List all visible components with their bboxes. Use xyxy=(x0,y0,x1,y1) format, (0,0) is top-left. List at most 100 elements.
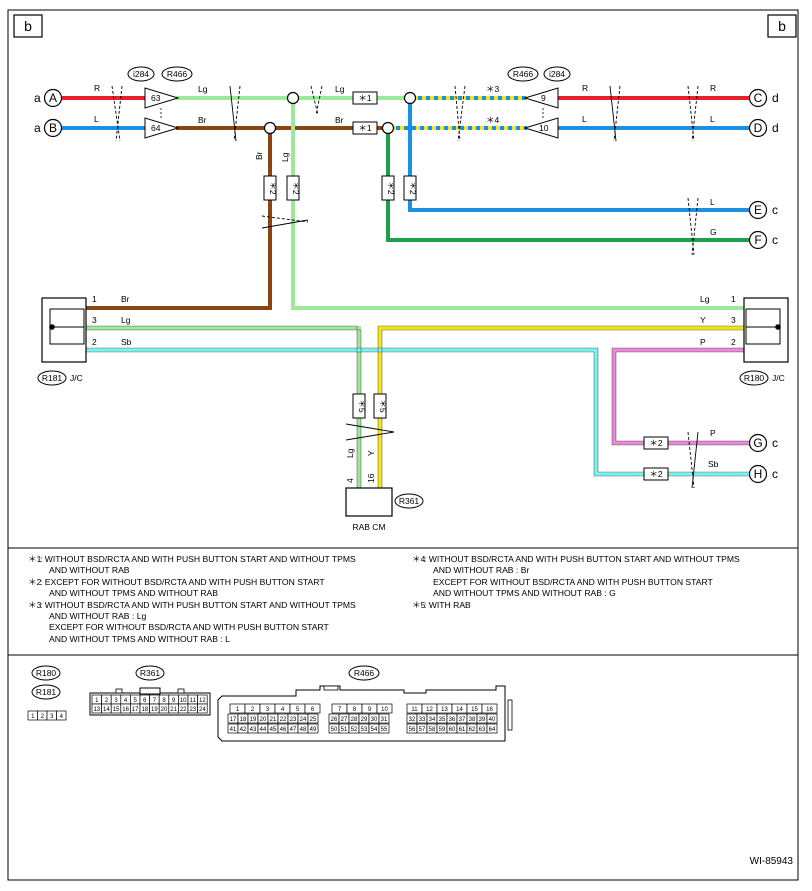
note-line: : WITHOUT BSD/RCTA AND WITH PUSH BUTTON … xyxy=(40,599,356,610)
note-item: ＊3: WITHOUT BSD/RCTA AND WITH PUSH BUTTO… xyxy=(28,600,408,646)
pin-number: 4 xyxy=(124,698,128,704)
svg-text:i284: i284 xyxy=(549,69,565,79)
face-tag-r361: R361 xyxy=(135,665,165,681)
svg-text:A: A xyxy=(49,91,57,105)
pin-number: 62 xyxy=(469,727,476,733)
svg-text:i284: i284 xyxy=(133,69,149,79)
svg-text:R180: R180 xyxy=(36,668,57,678)
svg-text:R361: R361 xyxy=(140,668,161,678)
svg-text:63: 63 xyxy=(151,93,161,103)
break-marks xyxy=(111,85,699,489)
pin-number: 23 xyxy=(189,707,196,713)
terminal-h: H c xyxy=(748,464,778,484)
note-mark: ＊3 xyxy=(28,599,42,610)
pin-number: 6 xyxy=(143,698,147,704)
pin-number: 46 xyxy=(280,727,287,733)
wire-color-labels: R L Lg Br Lg Br R L R L L G P Sb Br Lg L… xyxy=(94,83,719,469)
pin-cell xyxy=(197,703,208,714)
pin-number: 27 xyxy=(341,717,348,723)
pin-number: 2 xyxy=(251,707,255,713)
svg-text:L: L xyxy=(710,114,715,124)
pin-number: 42 xyxy=(240,727,247,733)
pin-cell xyxy=(486,723,498,734)
wire-lg-to-r180 xyxy=(291,98,746,310)
note-line: AND WITHOUT TPMS AND WITHOUT RAB xyxy=(49,588,219,599)
pin-cell xyxy=(307,723,319,734)
pin-number: 11 xyxy=(190,698,197,704)
tag-r466-left: R466 xyxy=(161,66,193,82)
wire-lg-rab xyxy=(84,326,361,488)
rab-cm-module: RAB CM 4 16 xyxy=(345,473,393,532)
svg-text:Br: Br xyxy=(254,151,264,160)
pin-number: 39 xyxy=(479,717,486,723)
pin-number: 26 xyxy=(331,717,338,723)
svg-text:＊5: ＊5 xyxy=(378,399,388,413)
svg-text:1: 1 xyxy=(92,294,97,304)
svg-text:1: 1 xyxy=(731,294,736,304)
tag-r181: R181 J/C xyxy=(37,370,83,386)
svg-text:c: c xyxy=(772,233,778,247)
pin-number: 10 xyxy=(381,707,388,713)
pin-cell xyxy=(376,703,393,714)
pin-number: 64 xyxy=(489,727,496,733)
pin-number: 53 xyxy=(361,727,368,733)
pin-number: 2 xyxy=(105,698,109,704)
terminal-e: E c xyxy=(748,200,778,220)
pin-number: 13 xyxy=(441,707,448,713)
tag-r361: R361 xyxy=(394,493,424,509)
svg-text:E: E xyxy=(754,203,762,217)
variant-box-2-br: ＊2 xyxy=(263,175,278,201)
pin-number: 5 xyxy=(134,698,138,704)
pin-cell xyxy=(481,703,498,714)
note-line: AND WITHOUT RAB xyxy=(49,565,130,576)
wire-blue-to-e xyxy=(408,98,750,212)
face-tag-r181: R181 xyxy=(31,684,61,700)
pin-number: 1 xyxy=(31,714,35,720)
variant-box-2-sb: ＊2 xyxy=(643,467,669,481)
pin-number: 63 xyxy=(479,727,486,733)
pin-number: 43 xyxy=(250,727,257,733)
svg-text:C: C xyxy=(754,91,763,105)
page-letter-left: b xyxy=(13,14,43,38)
svg-text:R: R xyxy=(94,83,100,93)
pin-number: 9 xyxy=(172,698,176,704)
pin-number: 15 xyxy=(113,707,120,713)
svg-text:Lg: Lg xyxy=(335,84,345,94)
svg-text:＊1: ＊1 xyxy=(358,123,372,133)
svg-text:R466: R466 xyxy=(167,69,188,79)
variant-box-2-l: ＊2 xyxy=(403,175,418,201)
svg-text:L: L xyxy=(710,197,715,207)
pin-number: 15 xyxy=(471,707,478,713)
splice-br xyxy=(263,121,277,135)
pin-number: 60 xyxy=(449,727,456,733)
pin-number: 45 xyxy=(270,727,277,733)
svg-text:L: L xyxy=(94,114,99,124)
pin-number: 59 xyxy=(439,727,446,733)
note-line: AND WITHOUT RAB : Br xyxy=(433,565,530,576)
pin-number: 24 xyxy=(199,707,206,713)
svg-text:a: a xyxy=(34,121,41,135)
svg-text:＊2: ＊2 xyxy=(649,469,663,479)
note-mark: ＊4 xyxy=(412,554,426,564)
pin-cell xyxy=(307,713,319,724)
wire-green-to-f xyxy=(386,128,750,242)
pin-number: 7 xyxy=(338,707,342,713)
svg-text:＊2: ＊2 xyxy=(268,181,278,195)
face-tag-r180: R180 xyxy=(31,665,61,681)
pin-number: 19 xyxy=(151,707,158,713)
note-item: ＊5: WITH RAB xyxy=(412,600,792,611)
pin-number: 32 xyxy=(409,717,416,723)
tag-r180: R180 J/C xyxy=(739,370,785,386)
svg-text:a: a xyxy=(34,91,41,105)
wire-p-to-g xyxy=(612,348,750,445)
svg-text:J/C: J/C xyxy=(772,373,785,383)
pin-number: 21 xyxy=(270,717,277,723)
pin-number: 44 xyxy=(260,727,267,733)
pin-number: 3 xyxy=(50,714,54,720)
pin-number: 50 xyxy=(331,727,338,733)
variant-box-1-bottom: ＊1 xyxy=(352,121,378,135)
pin-number: 17 xyxy=(230,717,237,723)
r466-pin-9: 9 xyxy=(523,87,559,109)
pin-number: 54 xyxy=(371,727,378,733)
